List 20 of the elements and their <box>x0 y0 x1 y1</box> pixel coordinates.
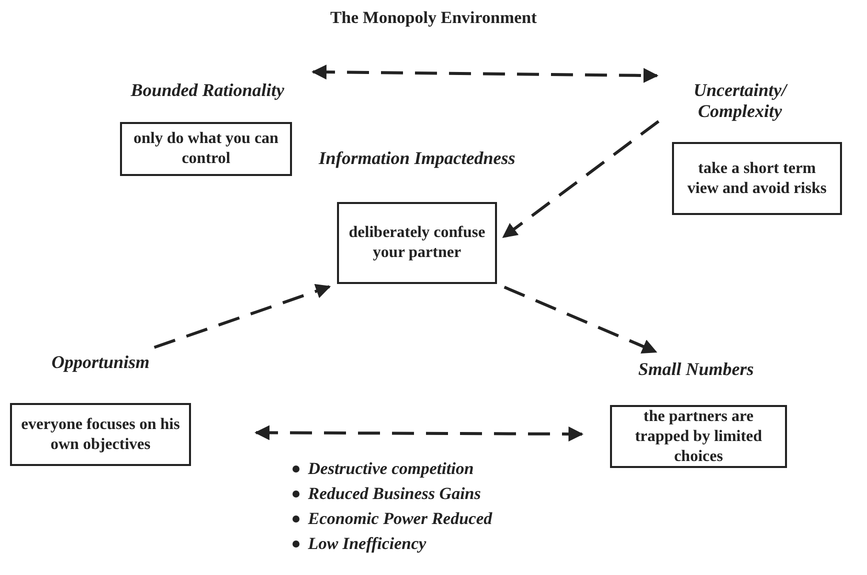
concept-heading: Uncertainty/ Complexity <box>692 80 789 122</box>
concept-heading: Bounded Rationality <box>130 80 286 101</box>
dashed-arrow <box>254 425 584 442</box>
bullet-text: Economic Power Reduced <box>308 508 492 530</box>
concept-heading: Small Numbers <box>637 359 755 380</box>
dashed-arrow <box>312 64 658 83</box>
bullet-text: Destructive competition <box>308 458 474 480</box>
bullet-text: Low Inefficiency <box>308 533 426 555</box>
text-box: only do what you can control <box>120 122 292 176</box>
concept-heading: Opportunism <box>50 352 151 373</box>
text-box: everyone focuses on his own objectives <box>10 403 191 466</box>
text-box: the partners are trapped by limited choices <box>610 405 787 468</box>
dashed-arrow <box>504 286 658 354</box>
dashed-arrow <box>502 120 660 238</box>
diagram-title: The Monopoly Environment <box>329 8 538 28</box>
text-box: deliberately confuse your partner <box>337 202 497 284</box>
concept-heading: Information Impactedness <box>318 148 516 169</box>
bullet-text: Reduced Business Gains <box>308 483 481 505</box>
text-box: take a short term view and avoid risks <box>672 142 842 215</box>
dashed-arrow <box>154 284 331 349</box>
